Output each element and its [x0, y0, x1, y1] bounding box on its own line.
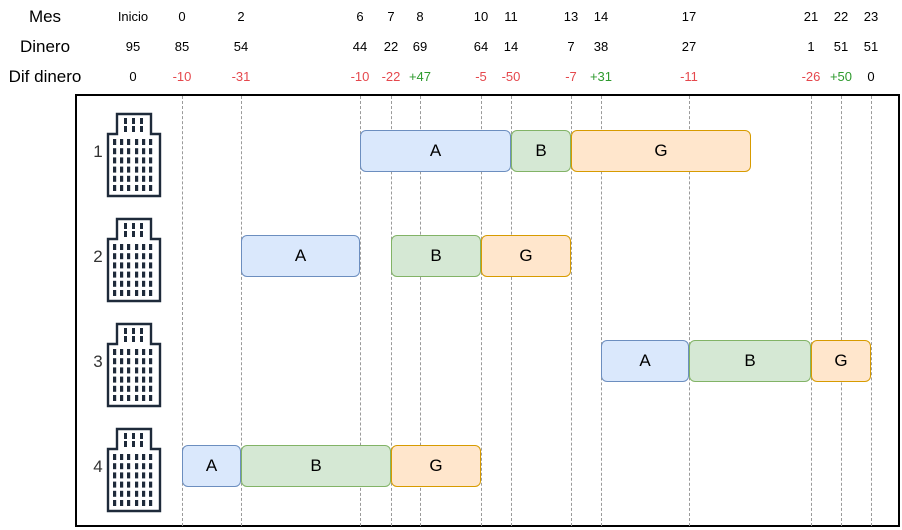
header-label-mes: Mes: [28, 7, 62, 26]
header-dinero-cell: 64: [473, 39, 489, 54]
header-mes-cell: 8: [416, 9, 424, 24]
header-dinero-cell: 51: [863, 39, 879, 54]
header-dinero-cell: 1: [807, 39, 815, 54]
task-bar-a: A: [182, 445, 241, 487]
header-dif-cell: +50: [829, 69, 853, 84]
header-dif-cell: -31: [231, 69, 251, 84]
gridline-month-13: [571, 96, 572, 526]
gridline-month-8: [420, 96, 421, 526]
header-mes-cell: 10: [473, 9, 489, 24]
task-bar-b: B: [391, 235, 481, 277]
building-icon: [104, 423, 164, 513]
header-mes-cell: 7: [387, 9, 395, 24]
gridline-month-11: [511, 96, 512, 526]
header-label-dif: Dif dinero: [8, 67, 82, 86]
gridline-month-2: [241, 96, 242, 526]
header-dinero-cell: 44: [352, 39, 368, 54]
task-bar-b: B: [689, 340, 811, 382]
task-bar-a: A: [601, 340, 689, 382]
gridline-month-21: [811, 96, 812, 526]
task-bar-a: A: [360, 130, 511, 172]
header-dif-cell: 0: [867, 69, 875, 84]
header-mes-cell: 14: [593, 9, 609, 24]
building-number: 1: [93, 142, 103, 161]
building-number: 4: [93, 457, 103, 476]
header-dif-cell: -22: [381, 69, 401, 84]
building-number: 2: [93, 247, 103, 266]
building-icon: [104, 213, 164, 303]
task-bar-g: G: [481, 235, 571, 277]
header-dinero-cell: 38: [593, 39, 609, 54]
gridline-month-17: [689, 96, 690, 526]
header-label-dinero: Dinero: [19, 37, 71, 56]
header-dif-cell: -10: [350, 69, 370, 84]
gridline-month-0: [182, 96, 183, 526]
header-dif-cell: -11: [680, 69, 698, 84]
task-bar-g: G: [391, 445, 481, 487]
header-mes-cell: 2: [237, 9, 245, 24]
header-dif-cell: -5: [475, 69, 487, 84]
task-bar-g: G: [811, 340, 871, 382]
header-mes-cell: 11: [504, 9, 518, 24]
gridline-month-23: [871, 96, 872, 526]
gridline-month-22: [841, 96, 842, 526]
header-dinero-cell: 27: [681, 39, 697, 54]
header-dinero-cell: 54: [233, 39, 249, 54]
header-mes-cell: 13: [563, 9, 579, 24]
building-icon: [104, 108, 164, 198]
header-dinero-cell: 85: [174, 39, 190, 54]
header-dinero-cell: 22: [383, 39, 399, 54]
header-dif-cell: +31: [589, 69, 613, 84]
header-dif-cell: -10: [172, 69, 192, 84]
gridline-month-14: [601, 96, 602, 526]
task-bar-g: G: [571, 130, 751, 172]
building-number: 3: [93, 352, 103, 371]
gridline-month-6: [360, 96, 361, 526]
header-dinero-cell: 7: [567, 39, 575, 54]
header-dif-cell: -50: [501, 69, 521, 84]
header-dinero-cell: 69: [412, 39, 428, 54]
task-bar-a: A: [241, 235, 360, 277]
gridline-month-10: [481, 96, 482, 526]
header-mes-cell: 6: [356, 9, 364, 24]
header-mes-cell: Inicio: [117, 9, 149, 24]
header-mes-cell: 0: [178, 9, 186, 24]
header-mes-cell: 21: [803, 9, 819, 24]
header-mes-cell: 22: [833, 9, 849, 24]
task-bar-b: B: [511, 130, 571, 172]
building-icon: [104, 318, 164, 408]
header-mes-cell: 23: [863, 9, 879, 24]
header-dinero-cell: 14: [503, 39, 519, 54]
gridline-month-7: [391, 96, 392, 526]
header-dif-cell: 0: [129, 69, 137, 84]
header-dif-cell: -7: [565, 69, 577, 84]
header-dif-cell: +47: [408, 69, 432, 84]
gantt-frame: [75, 94, 900, 527]
task-bar-b: B: [241, 445, 391, 487]
header-dif-cell: -26: [801, 69, 821, 84]
header-dinero-cell: 51: [833, 39, 849, 54]
header-mes-cell: 17: [681, 9, 697, 24]
header-dinero-cell: 95: [125, 39, 141, 54]
